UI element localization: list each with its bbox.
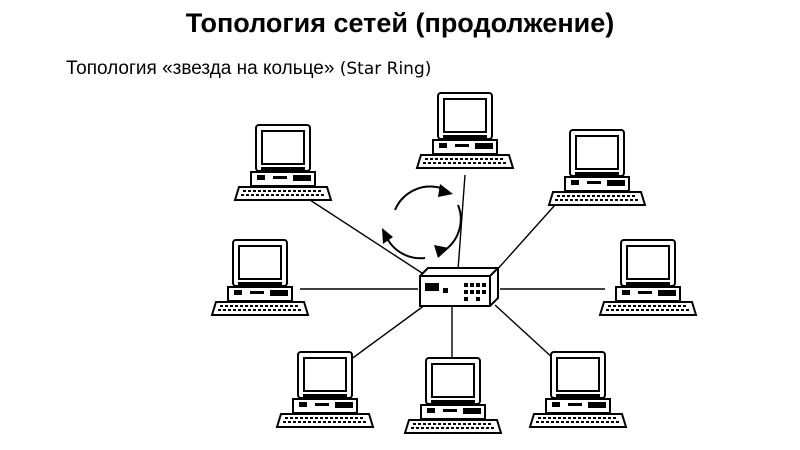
subtitle-ru: Топология «звезда на кольце» — [66, 58, 335, 79]
link-bottom-right — [494, 304, 556, 361]
workstation-bottom-right-icon — [529, 351, 627, 428]
slide-subtitle: Топология «звезда на кольце» (Star Ring) — [66, 58, 431, 80]
ring-arrows-icon — [382, 184, 462, 260]
slide-title: Топология сетей (продолжение) — [185, 8, 615, 38]
connection-lines — [300, 174, 605, 361]
subtitle-en: (Star Ring) — [339, 59, 432, 79]
link-top-left — [309, 199, 426, 276]
workstation-right-icon — [599, 239, 697, 316]
workstation-top-right-icon — [548, 129, 646, 206]
workstation-bottom-icon — [404, 357, 502, 434]
workstation-bottom-left-icon — [276, 351, 374, 428]
link-top-right — [494, 204, 556, 273]
workstation-top-icon — [416, 92, 514, 169]
link-bottom-left — [349, 304, 426, 361]
workstation-left-icon — [211, 239, 309, 316]
workstation-top-left-icon — [234, 124, 332, 201]
hub-icon — [419, 267, 499, 307]
